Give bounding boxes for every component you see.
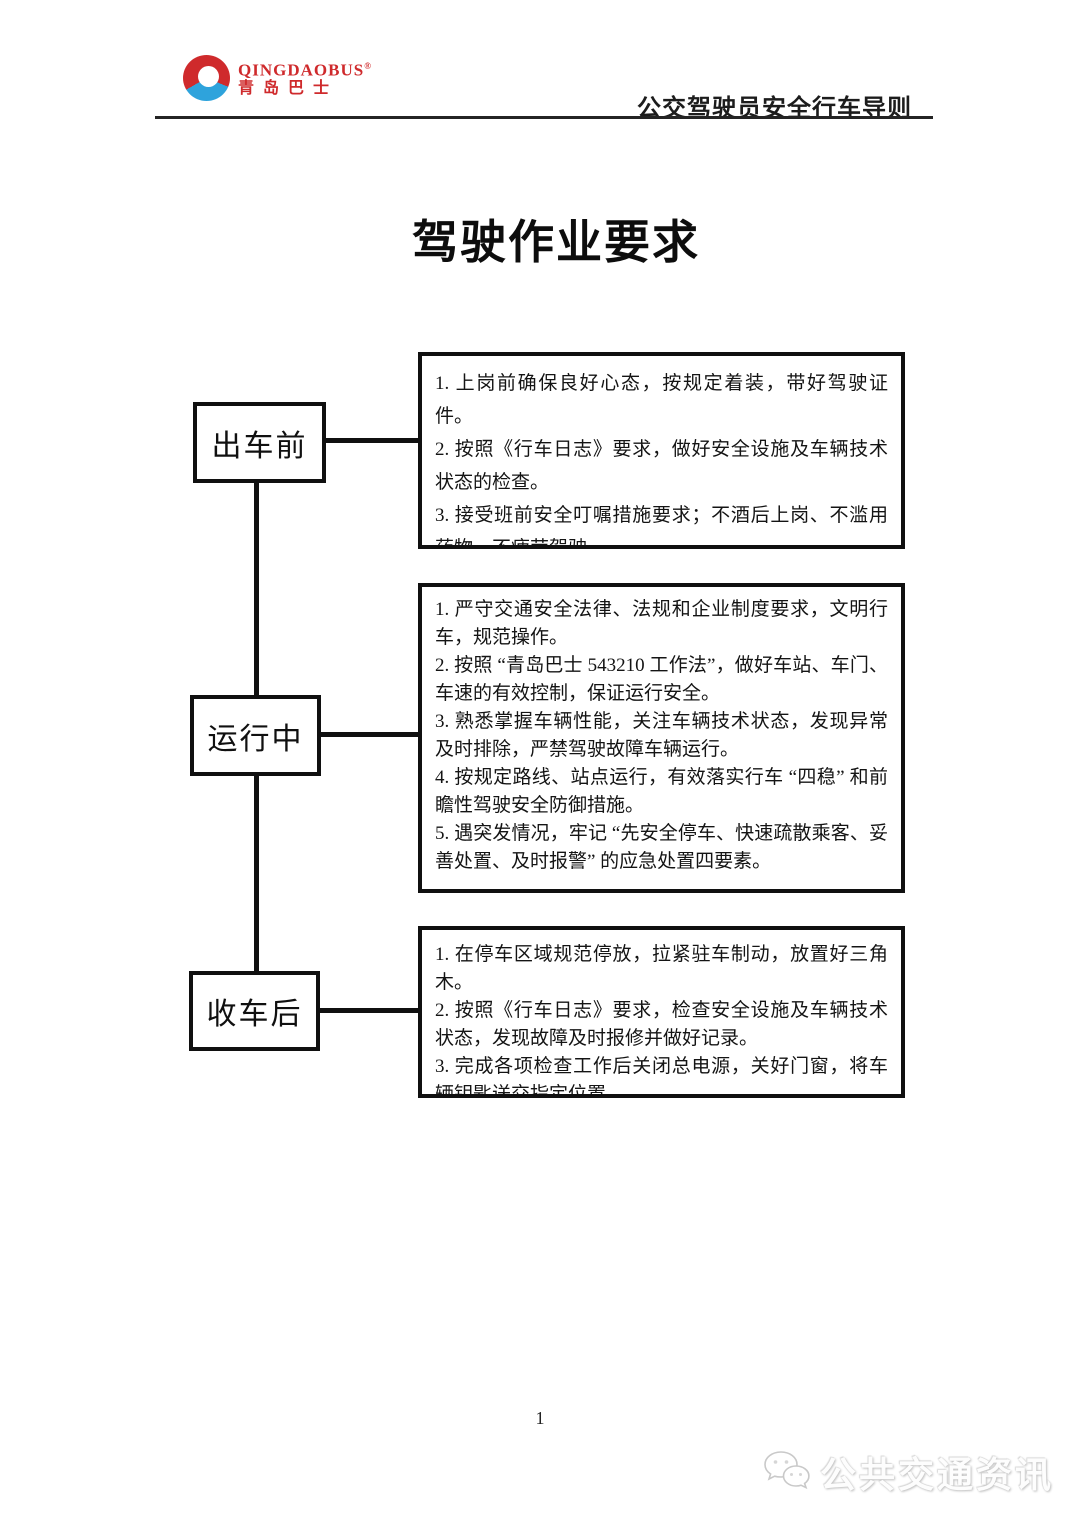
stage-box-in-operation: 运行中: [190, 695, 321, 776]
logo-brand-en: QINGDAOBUS®: [238, 58, 372, 79]
flow-connector-1: [322, 438, 420, 443]
qingdaobus-logo-icon: [183, 55, 230, 101]
requirement-item: 1. 上岗前确保良好心态，按规定着装，带好驾驶证件。: [435, 373, 888, 427]
requirement-item: 1. 严守交通安全法律、法规和企业制度要求，文明行车，规范操作。: [435, 599, 888, 648]
qingdaobus-logo: QINGDAOBUS® 青岛巴士: [183, 55, 372, 101]
requirement-item: 3. 熟悉掌握车辆性能，关注车辆技术状态，发现异常及时排除，严禁驾驶故障车辆运行…: [435, 711, 888, 760]
logo-brand-cn: 青岛巴士: [238, 79, 339, 97]
content-box-before-departure: 1. 上岗前确保良好心态，按规定着装，带好驾驶证件。 2. 按照《行车日志》要求…: [418, 352, 905, 549]
wechat-icon: [764, 1451, 810, 1490]
requirement-item: 3. 完成各项检查工作后关闭总电源，关好门窗，将车辆钥匙送交指定位置。: [435, 1056, 888, 1098]
content-box-after-return: 1. 在停车区域规范停放，拉紧驻车制动，放置好三角木。 2. 按照《行车日志》要…: [418, 926, 905, 1098]
requirement-item: 3. 接受班前安全叮嘱措施要求；不酒后上岗、不滥用药物、不疲劳驾驶。: [435, 505, 888, 549]
registered-mark: ®: [364, 61, 372, 72]
requirement-item: 2. 按照 “青岛巴士 543210 工作法”，做好车站、车门、车速的有效控制，…: [435, 655, 888, 704]
requirement-item: 4. 按规定路线、站点运行，有效落实行车 “四稳” 和前瞻性驾驶安全防御措施。: [435, 767, 888, 816]
requirement-item: 2. 按照《行车日志》要求，检查安全设施及车辆技术状态，发现故障及时报修并做好记…: [435, 1000, 888, 1049]
content-box-in-operation: 1. 严守交通安全法律、法规和企业制度要求，文明行车，规范操作。 2. 按照 “…: [418, 583, 905, 893]
requirement-item: 1. 在停车区域规范停放，拉紧驻车制动，放置好三角木。: [435, 944, 888, 993]
flow-connector-2: [317, 732, 420, 737]
logo-brand-en-text: QINGDAOBUS: [238, 60, 365, 80]
requirement-item: 5. 遇突发情况，牢记 “先安全停车、快速疏散乘客、妥善处置、及时报警” 的应急…: [435, 823, 888, 872]
page-number: 1: [535, 1408, 545, 1428]
page-title: 驾驶作业要求: [412, 216, 700, 268]
qingdaobus-logo-text: QINGDAOBUS® 青岛巴士: [238, 58, 372, 98]
flow-connector-3: [316, 1008, 420, 1013]
watermark-text: 公共交通资讯: [819, 1454, 1054, 1495]
requirement-item: 2. 按照《行车日志》要求，做好安全设施及车辆技术状态的检查。: [435, 439, 888, 493]
stage-box-before-departure: 出车前: [193, 402, 326, 483]
stage-box-after-return: 收车后: [189, 971, 320, 1051]
header-divider: [155, 116, 933, 119]
watermark: 公共交通资讯: [760, 1446, 1054, 1498]
